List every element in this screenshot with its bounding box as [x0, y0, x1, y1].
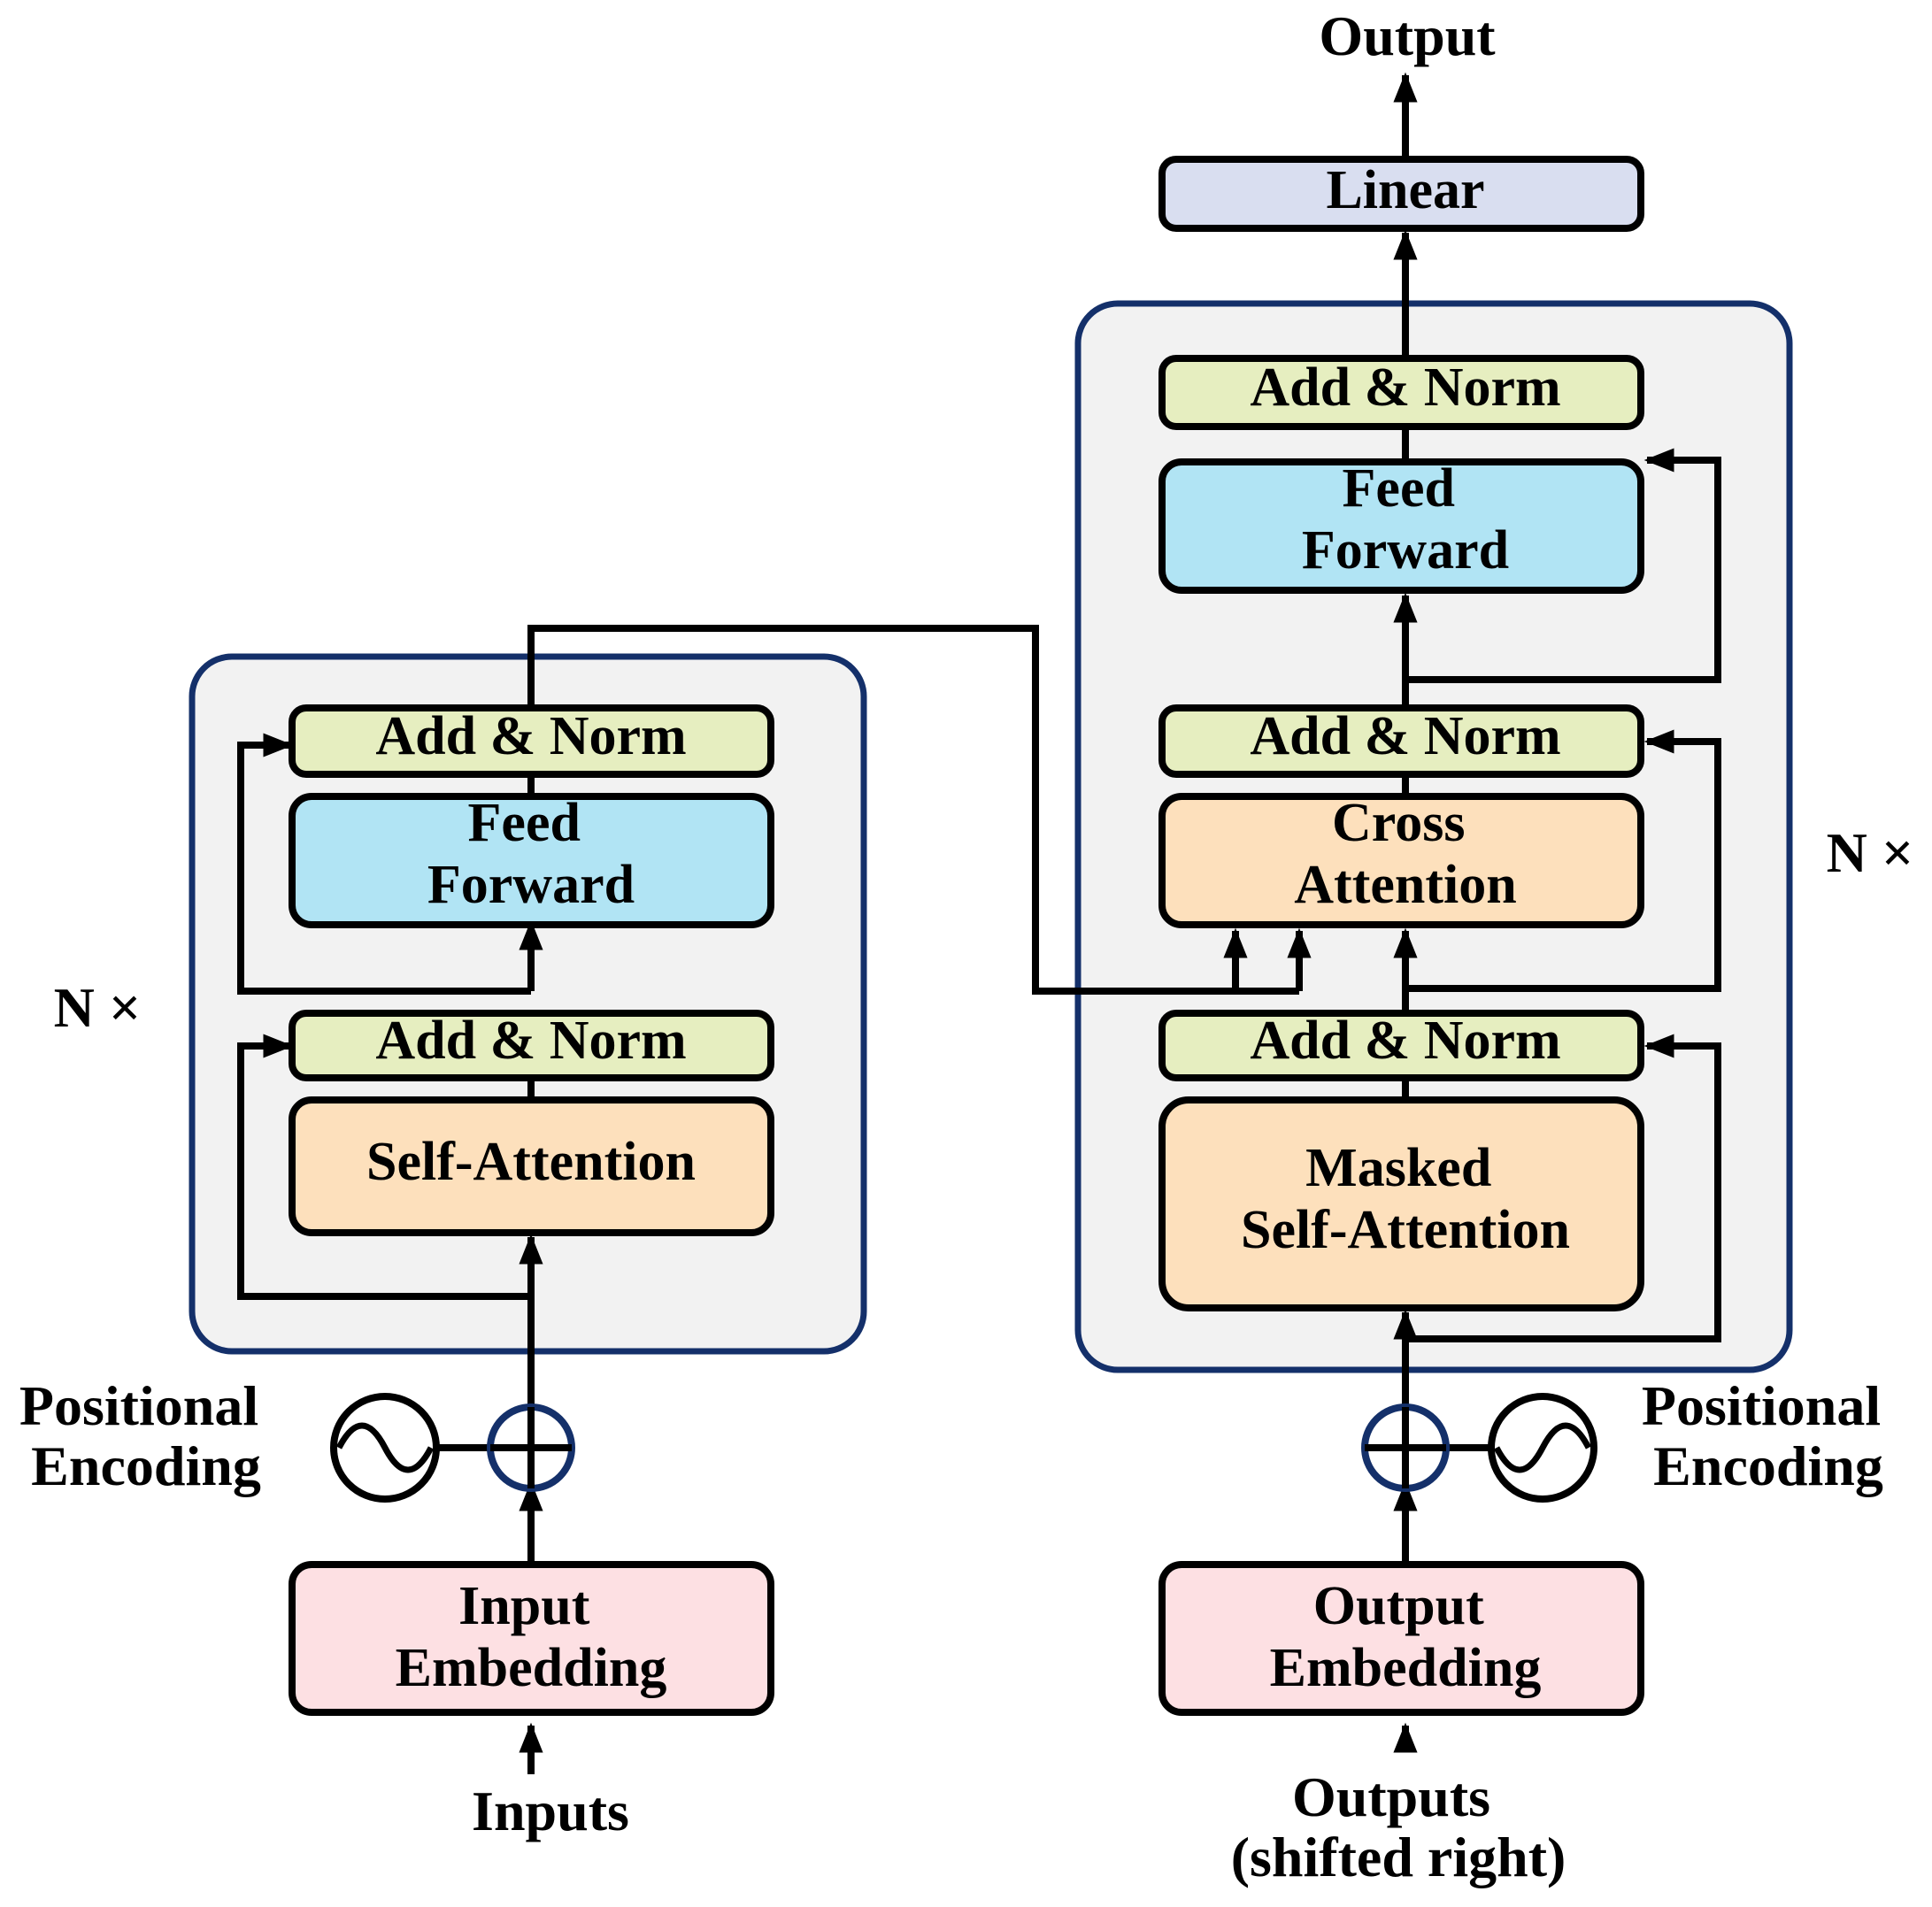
encoder-positional-encoding-label: Positional Encoding	[19, 1374, 273, 1497]
decoder-add-norm-bottom-label: Add & Norm	[1250, 1011, 1560, 1071]
decoder-feed-forward	[1158, 458, 1644, 594]
decoder-add-norm-top-label: Add & Norm	[1250, 358, 1560, 418]
encoder-add-norm-top-label: Add & Norm	[375, 706, 686, 766]
encoder-add-norm-top	[289, 704, 774, 778]
output-embedding-label: Output Embedding	[1270, 1576, 1542, 1698]
decoder-positional-encoding-label: Positional Encoding	[1642, 1374, 1895, 1497]
encoder-feed-forward-label: Feed Forward	[427, 793, 635, 915]
decoder-repeat-label: N ×	[1827, 821, 1914, 884]
input-embedding	[289, 1561, 774, 1716]
decoder-add-norm-top	[1158, 355, 1644, 430]
encoder-self-attention-label: Self-Attention	[366, 1132, 696, 1192]
encoder-feed-forward	[289, 793, 774, 928]
decoder-add-norm-bottom	[1158, 1010, 1644, 1081]
decoder-masked-self-attention-label: Masked Self-Attention	[1241, 1138, 1570, 1260]
inputs-label: Inputs	[472, 1780, 629, 1842]
outputs-shifted-right-label: Outputs (shifted right)	[1231, 1765, 1566, 1888]
output-embedding	[1158, 1561, 1644, 1716]
encoder-add-norm-bottom	[289, 1010, 774, 1081]
decoder-masked-self-attention	[1158, 1096, 1644, 1311]
encoder-add-norm-bottom-label: Add & Norm	[375, 1011, 686, 1071]
output-label: Output	[1319, 4, 1496, 67]
decoder-add-norm-middle	[1158, 704, 1644, 778]
encoder-repeat-label: N ×	[54, 976, 142, 1039]
linear-layer	[1158, 156, 1644, 232]
linear-label: Linear	[1326, 160, 1484, 220]
connection-wires	[237, 72, 1721, 1774]
decoder-cross-attention	[1158, 793, 1644, 928]
decoder-feed-forward-label: Feed Forward	[1302, 458, 1509, 581]
decoder-add-norm-middle-label: Add & Norm	[1250, 706, 1560, 766]
decoder-cross-attention-label: Cross Attention	[1294, 793, 1516, 915]
input-embedding-label: Input Embedding	[396, 1576, 667, 1698]
encoder-self-attention	[289, 1096, 774, 1236]
